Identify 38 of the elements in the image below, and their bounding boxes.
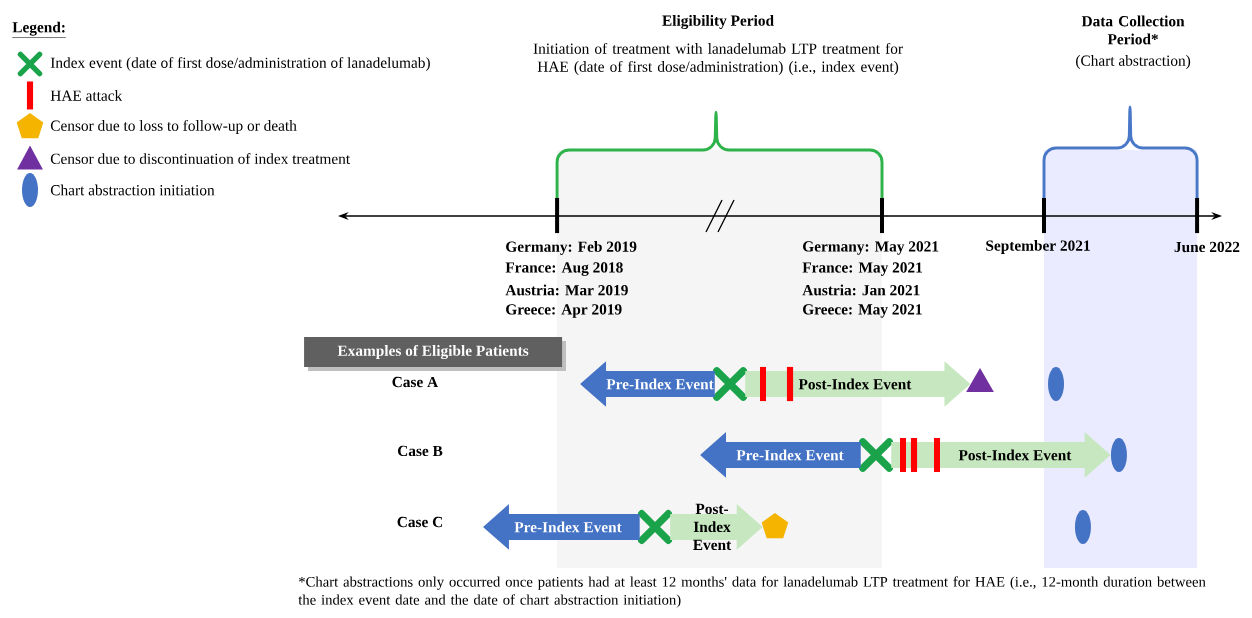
date-label: Austria: Jan 2021 (802, 284, 920, 296)
banner-box: Examples of Eligible Patients (304, 337, 566, 371)
date-label: Germany: May 2021 (803, 241, 939, 255)
date-label: September 2021 (986, 240, 1090, 254)
description-text: Initiation of treatment with lanadelumab LTP treatment for HAE (date of first dose/administration) (i.e., index event) (533, 42, 903, 75)
index-event-cross (638, 510, 672, 544)
legend-text: Chart abstraction initiation (50, 184, 215, 196)
index-event-cross (713, 367, 747, 401)
edge-label: Pre-Index Event (606, 378, 714, 390)
date-label: Germany: Feb 2019 (506, 241, 637, 255)
legend-text: Index event (date of first dose/administration of lanadelumab) (50, 57, 430, 72)
description-text: (Chart abstraction) (1076, 55, 1191, 69)
legend-text: HAE attack (50, 90, 123, 101)
date-label: June 2022 (1174, 241, 1240, 253)
date-label: Greece: May 2021 (803, 304, 922, 318)
date-label: Austria: Mar 2019 (505, 284, 628, 296)
legend-text: Censor due to loss to follow-up or death (50, 119, 297, 134)
date-label: France: Aug 2018 (505, 262, 623, 276)
edge-label: Post-Index Event (798, 378, 912, 390)
index-event-cross (859, 438, 893, 472)
abstraction-ellipse (1110, 437, 1127, 472)
legend-heading: Legend: (12, 21, 67, 38)
edge-label: Post-Index Event (693, 503, 732, 551)
period-heading: Data Collection Period* (1081, 15, 1185, 45)
period-heading: Eligibility Period (662, 15, 774, 29)
legend-text: Censor due to discontinuation of index treatment (50, 153, 350, 164)
abstraction-ellipse (1048, 367, 1064, 401)
censor-triangle (966, 368, 994, 392)
edge-label: Pre-Index Event (736, 449, 844, 461)
case-label: Case B (397, 445, 443, 457)
edge-label: Pre-Index Event (514, 521, 622, 533)
date-label: France: May 2021 (802, 262, 922, 276)
footnote-text: *Chart abstractions only occurred once patients had at least 12 months' data for lanadelumab LTP treatment for HAE (i.e., 12-month duration between the index event date and the date of chart abstraction initiation) (298, 576, 1206, 608)
abstraction-ellipse (1074, 509, 1091, 544)
case-label: Case C (397, 516, 443, 528)
edge-label: Post-Index Event (958, 449, 1072, 461)
censor-pentagon (761, 512, 789, 539)
date-label: Greece: Apr 2019 (506, 304, 622, 318)
